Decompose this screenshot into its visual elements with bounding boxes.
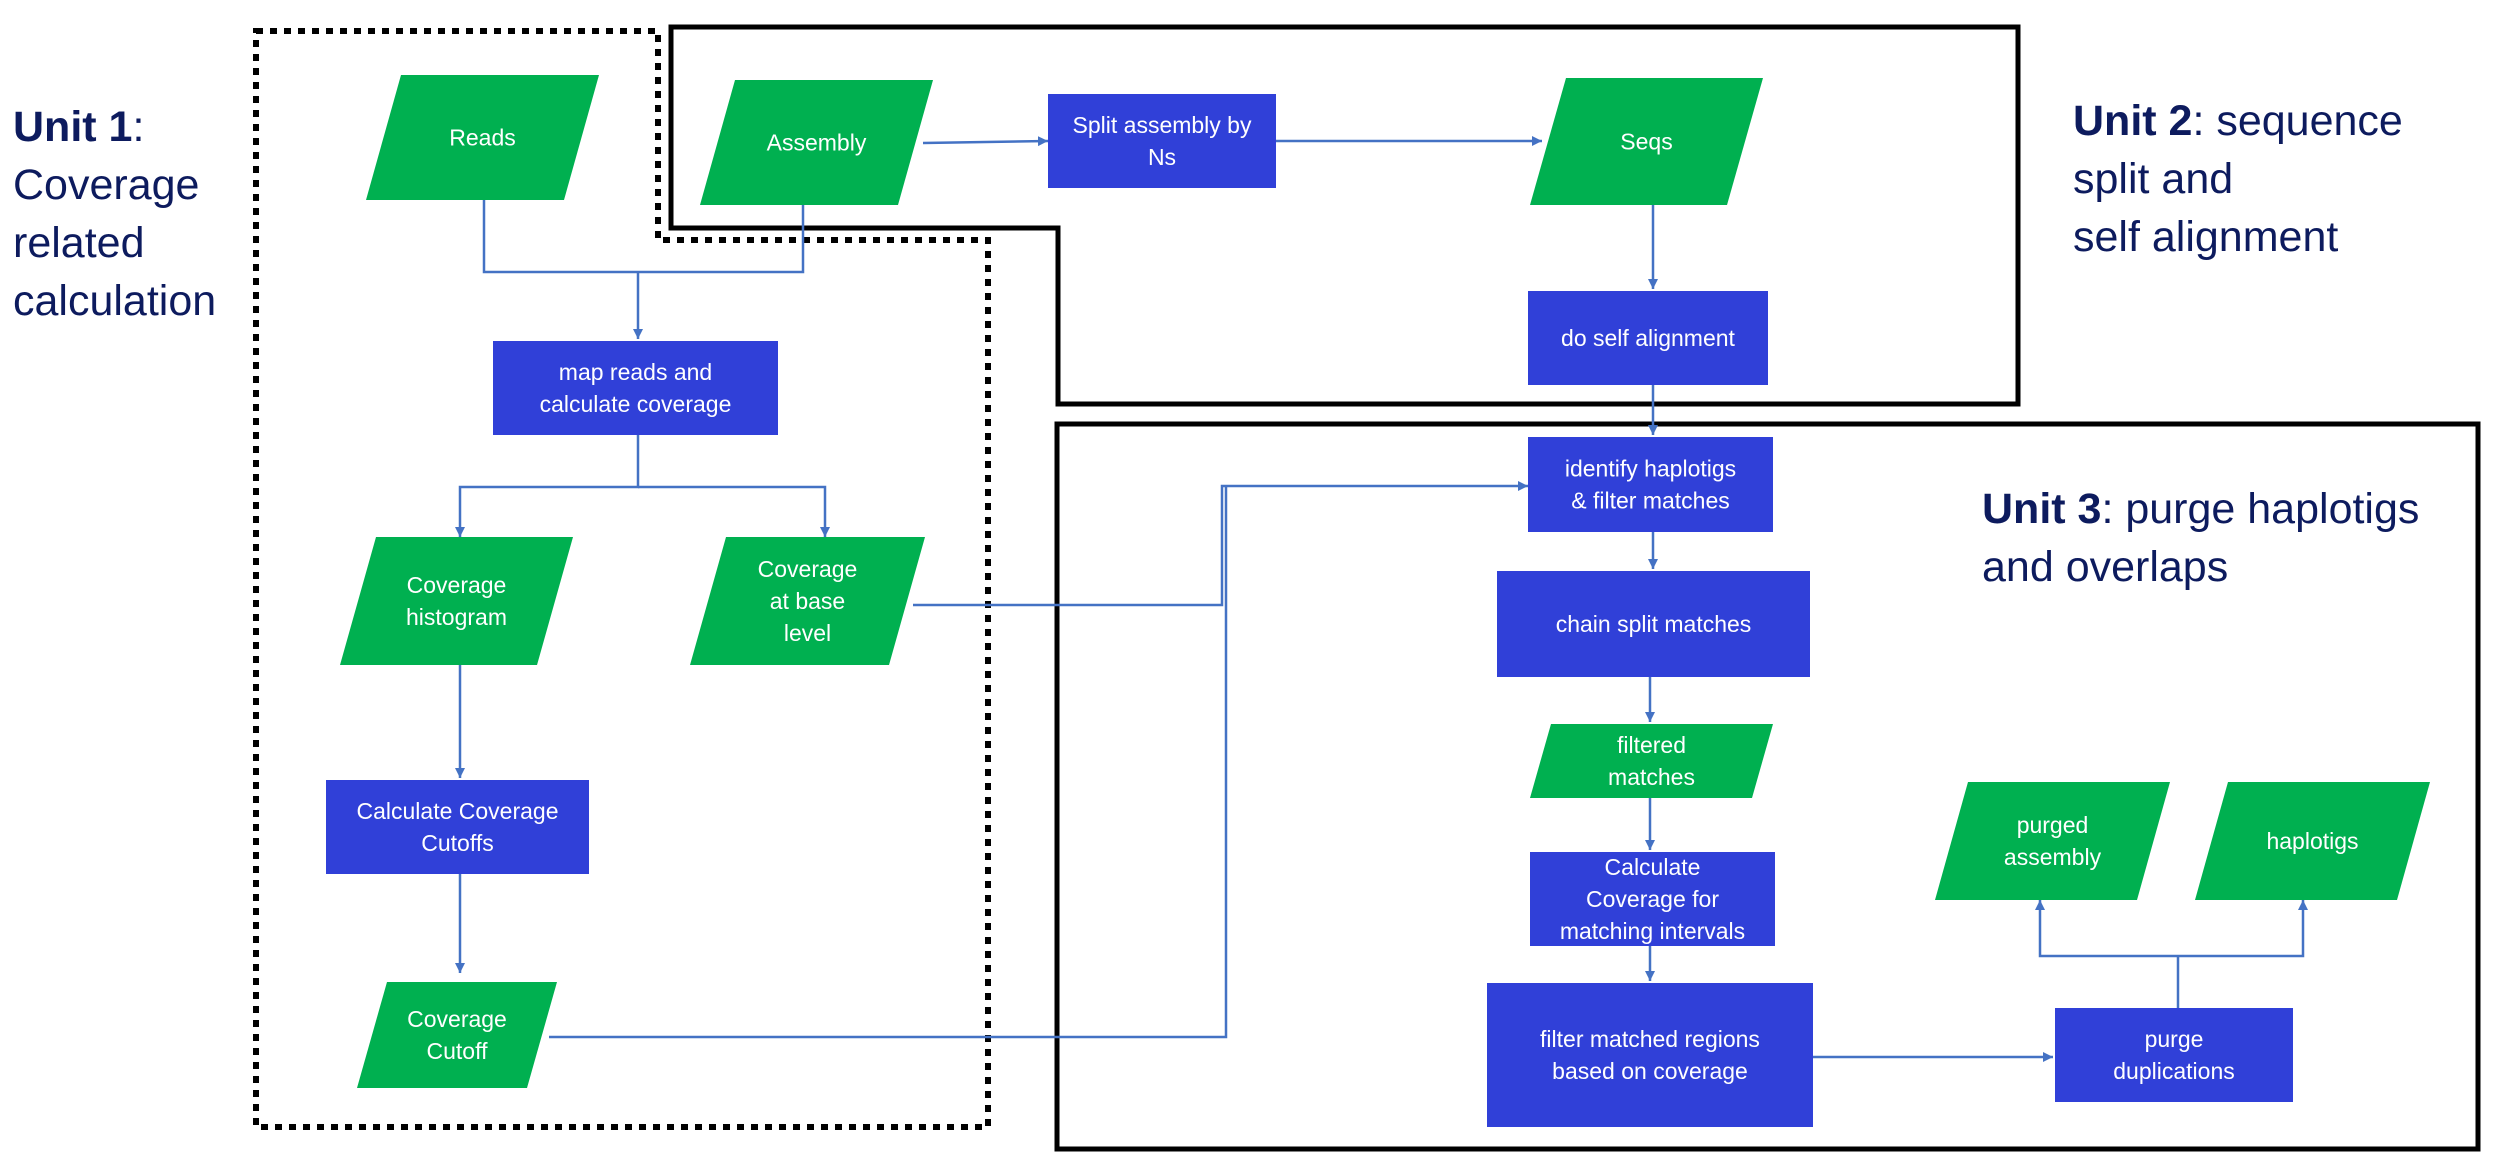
unit2-desc-line2: split and [2073,155,2234,203]
node-seqs-data-shape [1530,78,1763,205]
node-assembly-label-line-1: Assembly [767,130,867,156]
edge-covbase-identify [913,481,1528,607]
node-calcint-process-shape [1530,852,1775,946]
node-purge-label-line-2: duplications [2113,1058,2234,1084]
node-covhist-label-line-2: histogram [406,604,507,630]
node-haplotigs-label-line-1: haplotigs [2266,828,2358,854]
node-identify-label-line-2: & filter matches [1571,488,1730,514]
nodes: Reads Assembly Split assembly by Ns Seqs do s… [326,75,2430,1127]
node-covbase: Coverage at base level [690,537,925,665]
node-purged-label-line-1: purged [2017,812,2089,838]
node-reads: Reads [366,75,599,200]
unit1-frame [253,28,991,1130]
node-filtreg-label-line-2: based on coverage [1552,1058,1748,1084]
node-split-label-line-1: Split assembly by [1073,112,1252,138]
node-split-process-shape [1048,94,1276,188]
unit1-name: Unit 1 [13,103,133,151]
node-seqs: Seqs [1530,78,1763,205]
node-selfalign-process-shape [1528,291,1768,385]
node-assembly: Assembly [700,80,933,205]
unit3-desc-line2: and overlaps [1982,543,2229,591]
node-haplotigs: haplotigs [2195,782,2430,900]
node-covbase-label-line-3: level [784,620,831,646]
edge-reads-merge [482,200,638,274]
unit2-name: Unit 2 [2073,97,2193,145]
node-identify: identify haplotigs & filter matches [1528,437,1773,532]
node-split-label-line-2: Ns [1148,144,1176,170]
node-reads-label-line-1: Reads [449,125,515,151]
edge-purge-purged [2035,900,2178,958]
unit1-desc-line3: calculation [13,277,217,325]
node-covbase-data-shape [690,537,925,665]
node-reads-data-shape [366,75,599,200]
node-covbase-label-line-2: at base [770,588,845,614]
node-covhist-data-shape [340,537,573,665]
node-calcint-label-line-1: Calculate [1605,854,1701,880]
node-mapreads-label-line-2: calculate coverage [540,391,732,417]
node-filtered-data-shape [1530,724,1773,798]
unit2-desc-line3: self alignment [2073,213,2339,261]
node-mapreads-process-shape [493,341,778,435]
node-filtreg: filter matched regions based on coverage [1487,983,1813,1127]
node-calcint-label-line-3: matching intervals [1560,918,1745,944]
node-identify-process-shape [1528,437,1773,532]
node-split: Split assembly by Ns [1048,94,1276,188]
edge-mapreads-covhist [455,435,640,537]
connectors [455,136,2308,1062]
node-mapreads: map reads and calculate coverage [493,341,778,435]
unit3-frame [1054,421,2481,1152]
node-chain-label-line-1: chain split matches [1556,611,1752,637]
node-calcint-label-line-2: Coverage for [1586,886,1719,912]
edge-assembly-merge [638,205,805,274]
unit1-label: Unit 1: Coverage related calculation [13,98,216,330]
edge-purge-haplotigs [2178,900,2308,958]
unit3-desc-line1: : purge haplotigs [2101,485,2420,533]
node-filtered: filtered matches [1530,724,1773,798]
unit3-name: Unit 3 [1982,485,2102,533]
edge-mapreads-covbase [638,485,830,537]
unit1-desc-line2: related [13,219,145,267]
node-covhist: Coverage histogram [340,537,573,665]
node-filtreg-label-line-1: filter matched regions [1540,1026,1760,1052]
node-purge-process-shape [2055,1008,2293,1102]
node-covbase-label-line-1: Coverage [758,556,858,582]
node-selfalign-label-line-1: do self alignment [1561,325,1735,351]
unit3-label: Unit 3: purge haplotigs and overlaps [1982,480,2419,596]
edge-assembly-split [922,136,1049,147]
node-identify-label-line-1: identify haplotigs [1565,456,1736,482]
node-selfalign: do self alignment [1528,291,1768,385]
node-covcut-label-line-1: Coverage [407,1006,507,1032]
unit1-colon: : [132,103,145,151]
node-mapreads-label-line-1: map reads and [559,359,712,385]
node-purged: purged assembly [1935,782,2170,900]
node-calccut-label-line-2: Cutoffs [421,830,493,856]
node-calccut-process-shape [326,780,589,874]
node-filtered-label-line-2: matches [1608,764,1695,790]
edge-covcut-identify [549,486,1228,1039]
node-covcut-data-shape [357,982,557,1088]
node-chain: chain split matches [1497,571,1810,677]
unit2-frame [668,24,2021,407]
node-filtreg-process-shape [1487,983,1813,1127]
node-haplotigs-data-shape [2195,782,2430,900]
node-purged-label-line-2: assembly [2004,844,2102,870]
node-chain-process-shape [1497,571,1810,677]
node-purge-label-line-1: purge [2145,1026,2204,1052]
node-purged-data-shape [1935,782,2170,900]
unit2-label: Unit 2: sequence split and self alignmen… [2073,92,2403,266]
node-seqs-label-line-1: Seqs [1620,129,1672,155]
node-purge: purge duplications [2055,1008,2293,1102]
unit1-desc-line1: Coverage [13,161,200,209]
unit2-desc-line1: : sequence [2192,97,2403,145]
node-calccut-label-line-1: Calculate Coverage [356,798,558,824]
node-covcut-label-line-2: Cutoff [427,1038,489,1064]
node-assembly-data-shape [700,80,933,205]
node-filtered-label-line-1: filtered [1617,732,1686,758]
node-covhist-label-line-1: Coverage [407,572,507,598]
